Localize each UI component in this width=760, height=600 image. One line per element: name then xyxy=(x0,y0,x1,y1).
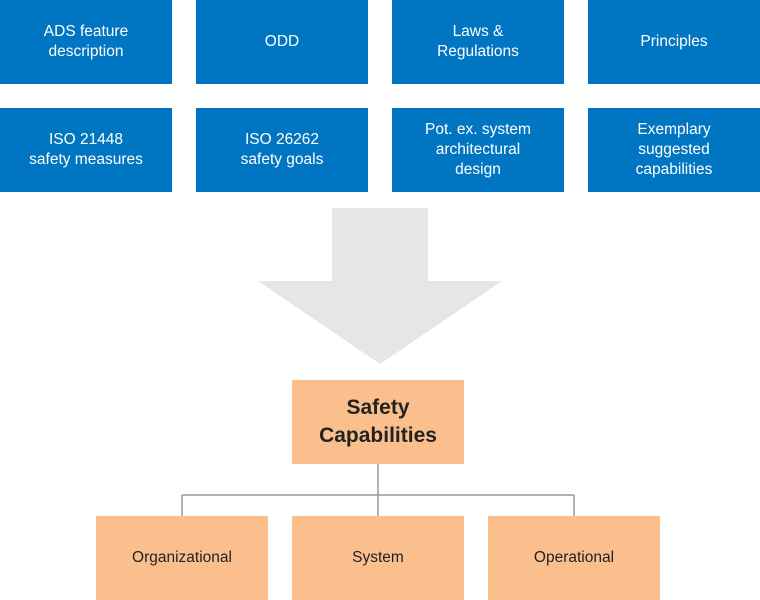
input-box-odd: ODD xyxy=(196,0,368,84)
input-label: ODD xyxy=(264,33,300,50)
input-box-system-architecture: Pot. ex. system architectural design xyxy=(392,108,564,192)
input-box-iso-21448: ISO 21448 safety measures xyxy=(0,108,172,192)
input-box-laws-regulations: Laws & Regulations xyxy=(392,0,564,84)
category-label: Organizational xyxy=(132,549,232,566)
input-label: ISO 21448 safety measures xyxy=(29,131,143,168)
input-label: Principles xyxy=(640,33,708,50)
input-label: ISO 26262 safety goals xyxy=(240,131,324,168)
category-label: Operational xyxy=(533,549,615,566)
category-label: System xyxy=(352,549,404,566)
category-box-operational: Operational xyxy=(488,516,660,600)
input-label: ADS feature description xyxy=(43,23,129,60)
input-box-iso-26262: ISO 26262 safety goals xyxy=(196,108,368,192)
input-label: Exemplary suggested capabilities xyxy=(635,121,713,178)
input-box-exemplary-capabilities: Exemplary suggested capabilities xyxy=(588,108,760,192)
input-box-ads-feature-description: ADS feature description xyxy=(0,0,172,84)
input-label: Pot. ex. system architectural design xyxy=(425,121,531,178)
down-arrow-shape xyxy=(258,208,502,364)
input-label: Laws & Regulations xyxy=(437,23,519,60)
safety-capabilities-title: Safety Capabilities xyxy=(319,396,437,447)
category-box-system: System xyxy=(292,516,464,600)
input-box-principles: Principles xyxy=(588,0,760,84)
category-box-organizational: Organizational xyxy=(96,516,268,600)
safety-capabilities-box: Safety Capabilities xyxy=(292,380,464,464)
